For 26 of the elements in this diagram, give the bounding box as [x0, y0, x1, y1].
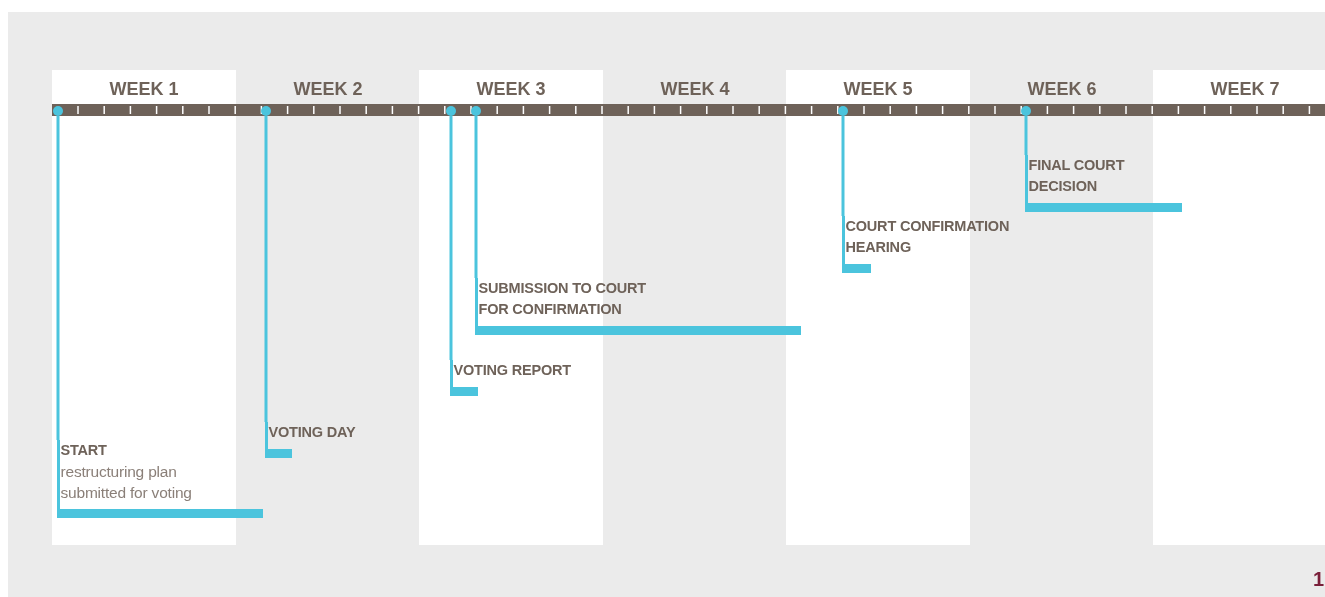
leader-line: [56, 116, 60, 440]
event-label: FINAL COURT DECISION: [1028, 156, 1126, 196]
event-title: START: [60, 441, 108, 460]
leader-line: [841, 116, 845, 216]
event-label: VOTING REPORT: [453, 361, 572, 380]
week-heading: WEEK 4: [659, 79, 731, 100]
leader-line: [449, 116, 453, 360]
week-heading: WEEK 7: [1209, 79, 1281, 100]
leader-line: [264, 116, 268, 422]
event-description: restructuring plan submitted for voting: [60, 462, 193, 503]
event-marker: [474, 278, 801, 335]
week-heading: WEEK 2: [292, 79, 364, 100]
week-heading: WEEK 3: [475, 79, 547, 100]
event-label: COURT CONFIRMATION HEARING: [845, 217, 1011, 257]
event-label: SUBMISSION TO COURT FOR CONFIRMATION: [478, 279, 648, 319]
event-marker: [56, 440, 263, 518]
week-column: [1153, 70, 1325, 545]
page-number: 1: [1313, 568, 1325, 591]
week-column: [52, 70, 236, 545]
week-heading: WEEK 6: [1026, 79, 1098, 100]
event-marker: [1024, 155, 1182, 212]
event-label: VOTING DAY: [268, 423, 357, 442]
week-heading: WEEK 5: [842, 79, 914, 100]
leader-line: [1024, 116, 1028, 155]
week-heading: WEEK 1: [108, 79, 180, 100]
leader-line: [474, 116, 478, 278]
